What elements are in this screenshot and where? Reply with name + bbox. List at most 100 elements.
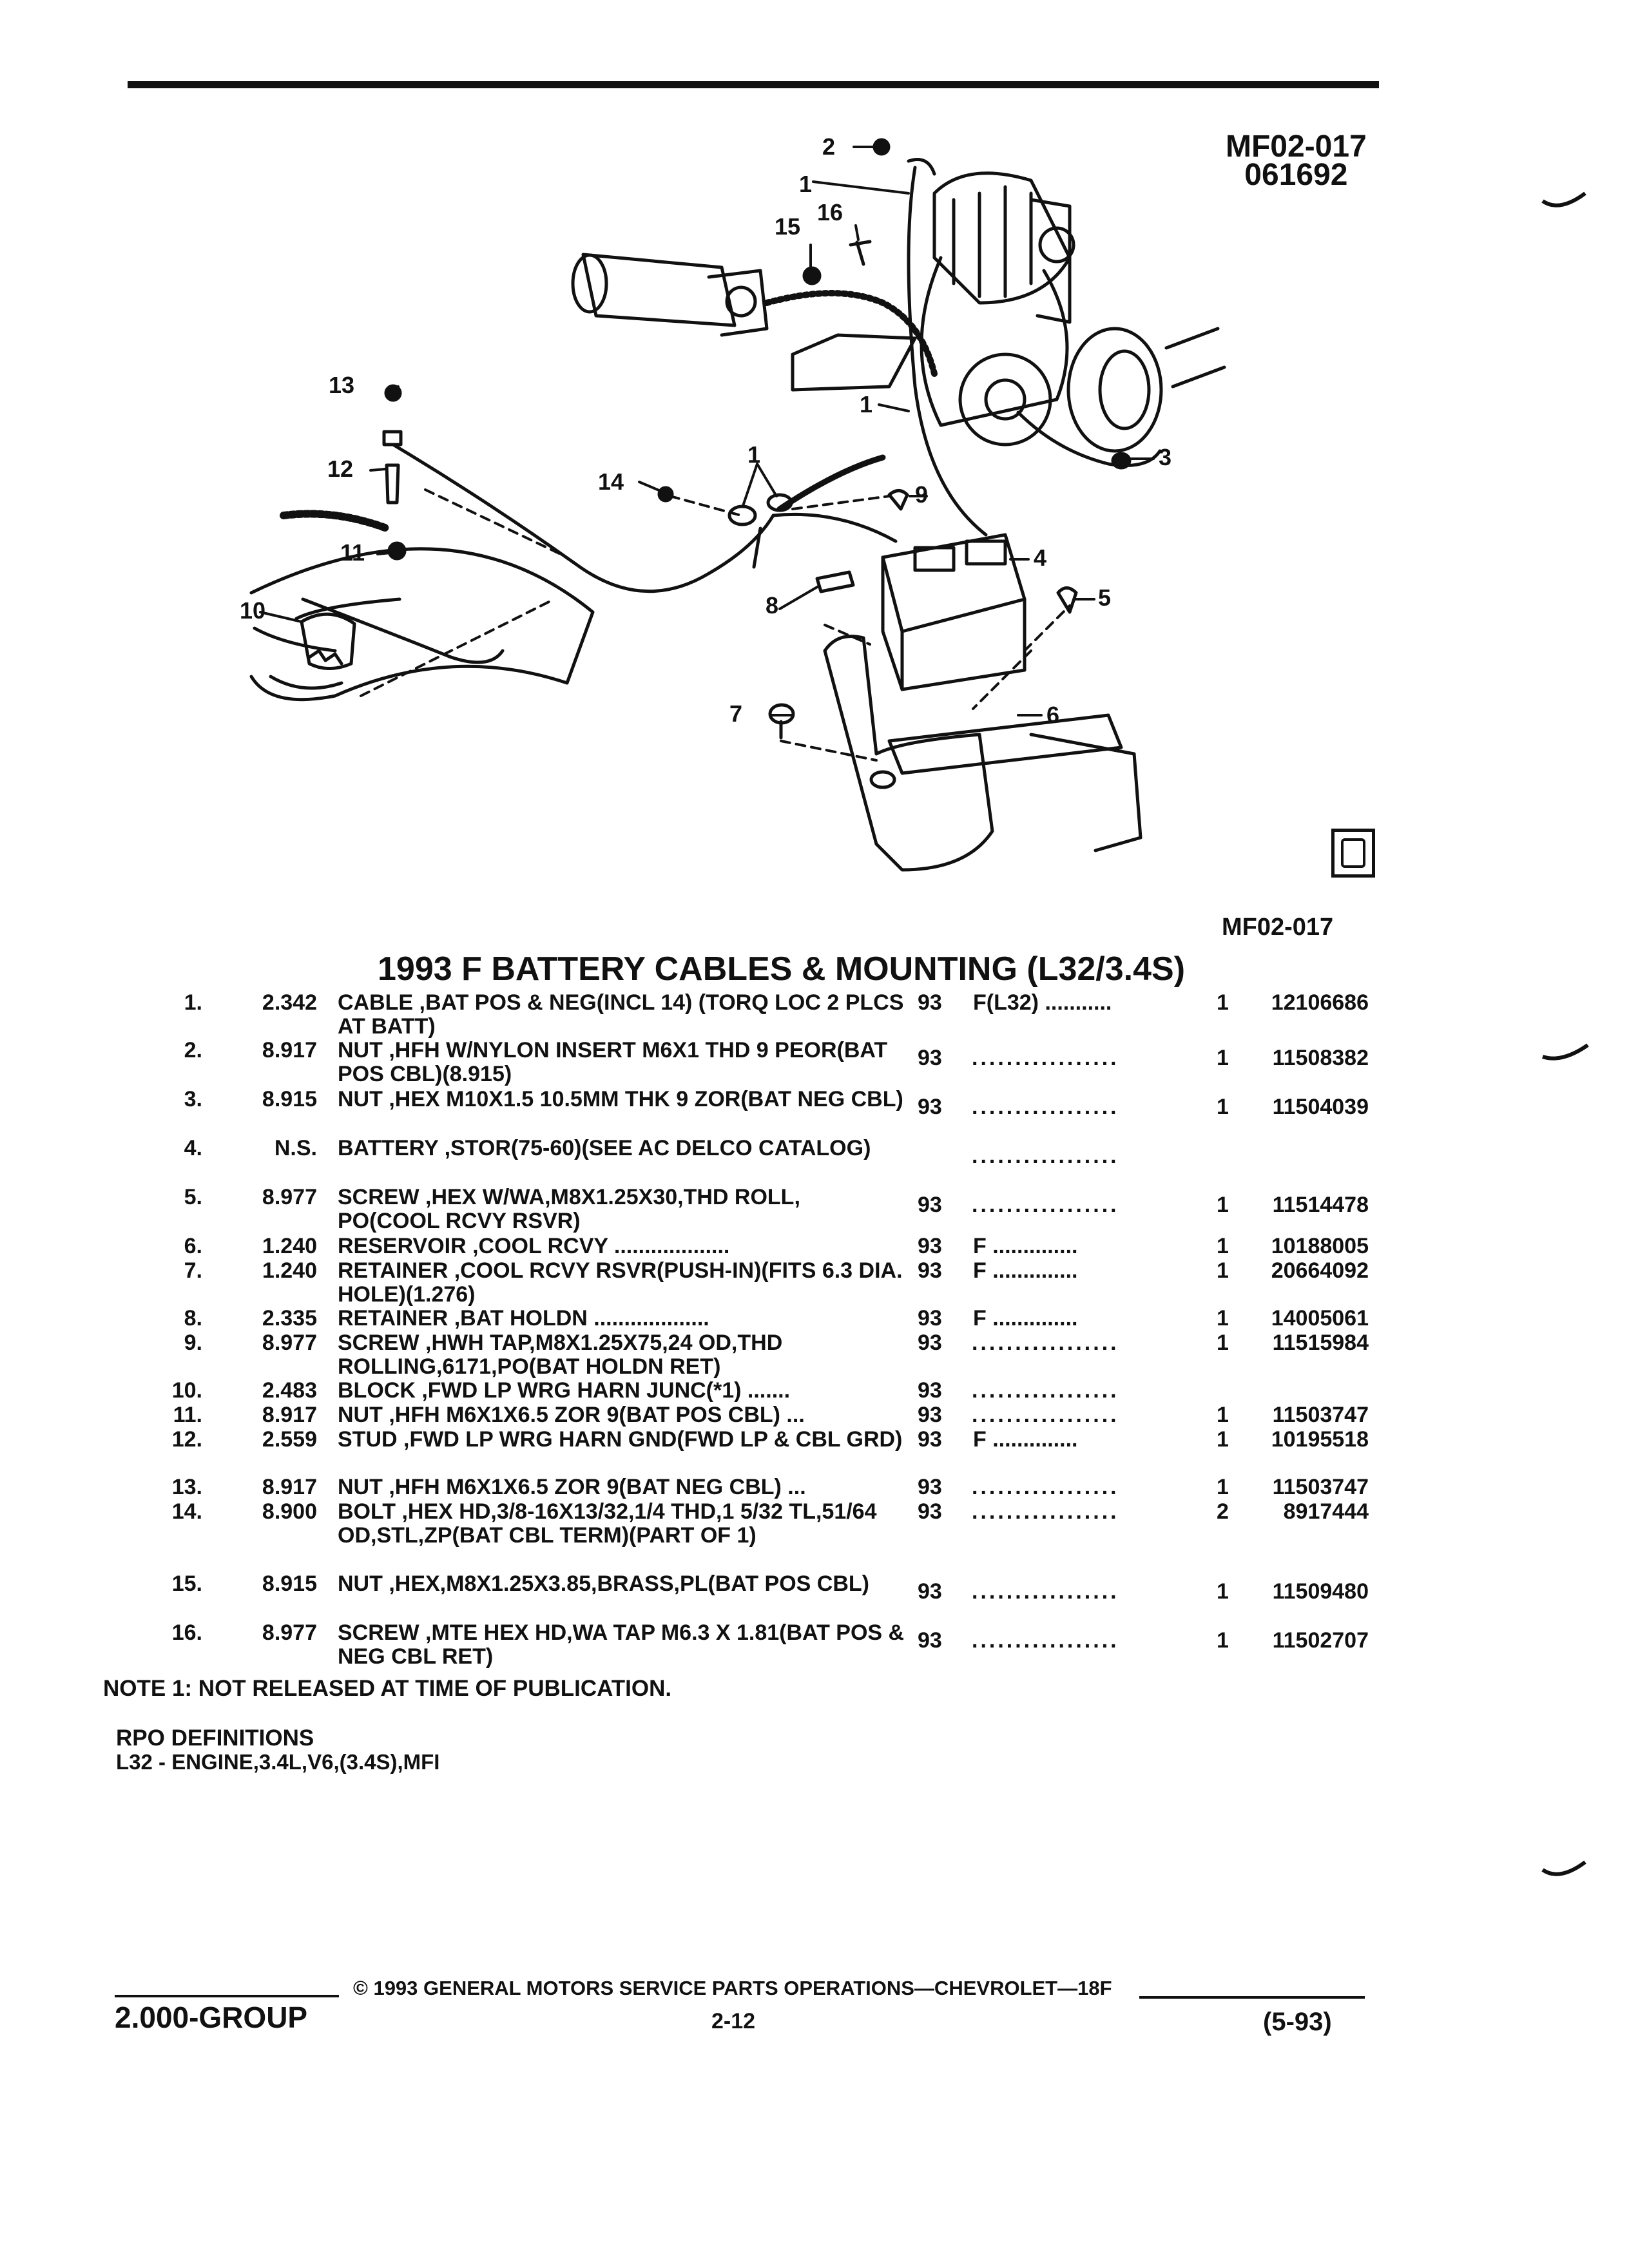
group-number: 1.240 [262,1258,317,1283]
figure-reference-code: MF02-017 [1222,914,1334,941]
figure-code-id: MF02-017 [1226,130,1367,164]
parts-row: 15. 8.915 NUT ,HEX,M8X1.25X3.85,BRASS,PL… [0,1572,1629,1621]
callout-5: 5 [1098,584,1111,611]
model-year: 93 [918,1378,942,1403]
group-number: 8.915 [262,1571,317,1596]
model-year: 93 [918,1628,942,1653]
item-number: 3. [184,1087,202,1111]
part-description: NUT ,HFH M6X1X6.5 ZOR 9(BAT NEG CBL) ... [338,1475,806,1499]
binder-mark-bottom [1541,1860,1586,1876]
quantity: 1 [1217,1403,1229,1427]
alternator [932,171,1075,324]
quantity: 1 [1217,1475,1229,1499]
part-number: 12106686 [1271,990,1369,1015]
publication-note: NOTE 1: NOT RELEASED AT TIME OF PUBLICAT… [103,1676,672,1701]
series-code: ................. [972,1144,1119,1168]
series-code: F(L32) ........... [973,990,1112,1015]
parts-list: 1. 2.342 CABLE ,BAT POS & NEG(INCL 14) (… [0,991,1629,1670]
callout-8: 8 [766,592,778,619]
item-number: 16. [171,1620,202,1645]
model-year: 93 [918,1258,942,1283]
part-description: NUT ,HFH M6X1X6.5 ZOR 9(BAT POS CBL) ... [338,1403,805,1427]
part-number: 14005061 [1271,1306,1369,1331]
item-number: 9. [184,1331,202,1355]
part-number: 10188005 [1271,1234,1369,1258]
item-number: 13. [171,1475,202,1499]
series-code: ................. [972,1378,1119,1403]
parts-row: 6. 1.240 RESERVOIR ,COOL RCVY ..........… [0,1235,1629,1259]
parts-row: 1. 2.342 CABLE ,BAT POS & NEG(INCL 14) (… [0,991,1629,1039]
parts-row: 8. 2.335 RETAINER ,BAT HOLDN ...........… [0,1307,1629,1331]
series-code: F .............. [973,1306,1078,1331]
footer-rule-right [1139,1996,1365,1999]
group-number: 8.977 [262,1620,317,1645]
part-number: 11514478 [1272,1193,1369,1217]
gm-spo-logo [1331,829,1375,878]
item-number: 7. [184,1258,202,1283]
series-code: ................. [972,1403,1119,1427]
part-description: NUT ,HFH W/NYLON INSERT M6X1 THD 9 PEOR(… [338,1038,888,1086]
part-description: NUT ,HEX M10X1.5 10.5MM THK 9 ZOR(BAT NE… [338,1087,903,1111]
item-number: 1. [184,990,202,1015]
quantity: 1 [1217,1095,1229,1119]
model-year: 93 [918,1046,942,1070]
group-number: 8.917 [262,1403,317,1427]
part-description: SCREW ,MTE HEX HD,WA TAP M6.3 X 1.81(BAT… [338,1620,905,1669]
parts-row: 9. 8.977 SCREW ,HWH TAP,M8X1.25X75,24 OD… [0,1331,1629,1379]
part-number: 11503747 [1272,1403,1369,1427]
diagram-callouts: 1 1 1 2 3 4 5 6 7 8 9 10 11 12 13 14 15 … [240,133,1171,728]
group-number: 8.977 [262,1185,317,1209]
top-rule [128,81,1379,88]
part-number: 11502707 [1272,1628,1369,1653]
group-number: 8.900 [262,1499,317,1524]
parts-row: 2. 8.917 NUT ,HFH W/NYLON INSERT M6X1 TH… [0,1039,1629,1088]
model-year: 93 [918,1095,942,1119]
footer-rule-left [115,1995,339,1997]
callout-4: 4 [1034,544,1046,571]
parts-row: 3. 8.915 NUT ,HEX M10X1.5 10.5MM THK 9 Z… [0,1088,1629,1137]
series-code: ................. [972,1628,1119,1653]
quantity: 1 [1217,1046,1229,1070]
item-number: 5. [184,1185,202,1209]
part-description: RETAINER ,BAT HOLDN ................... [338,1306,709,1331]
item-number: 6. [184,1234,202,1258]
hardware-parts [300,138,1132,740]
callout-9: 9 [915,481,928,508]
parts-row: 5. 8.977 SCREW ,HEX W/WA,M8X1.25X30,THD … [0,1186,1629,1235]
part-number: 11503747 [1272,1475,1369,1499]
figure-code-date: 061692 [1244,158,1348,192]
part-description: RESERVOIR ,COOL RCVY ................... [338,1234,730,1258]
group-number: 1.240 [262,1234,317,1258]
part-number: 11504039 [1272,1095,1369,1119]
series-code: ................. [972,1499,1119,1524]
item-number: 8. [184,1306,202,1331]
callout-13: 13 [329,372,354,398]
series-code: ................. [972,1046,1119,1070]
callout-16: 16 [817,199,843,226]
item-number: 12. [171,1427,202,1452]
group-number: 2.335 [262,1306,317,1331]
quantity: 1 [1217,1306,1229,1331]
footer-group-label: 2.000-GROUP [115,2001,308,2034]
parts-row: 16. 8.977 SCREW ,MTE HEX HD,WA TAP M6.3 … [0,1621,1629,1670]
group-number: 2.559 [262,1427,317,1452]
part-description: STUD ,FWD LP WRG HARN GND(FWD LP & CBL G… [338,1427,903,1452]
page-number: 2-12 [711,2009,756,2033]
item-number: 15. [171,1571,202,1596]
series-code: ................. [972,1095,1119,1119]
callout-12: 12 [327,456,353,482]
group-number: 8.977 [262,1331,317,1355]
item-number: 4. [184,1136,202,1160]
rpo-definition: L32 - ENGINE,3.4L,V6,(3.4S),MFI [116,1750,440,1774]
quantity: 1 [1217,1427,1229,1452]
section-title: 1993 F BATTERY CABLES & MOUNTING (L32/3.… [378,950,1186,988]
series-code: ................. [972,1331,1119,1355]
callout-6: 6 [1046,702,1059,728]
model-year: 93 [918,1579,942,1604]
series-code: F .............. [973,1427,1078,1452]
cable-harness [280,166,1162,664]
footer-copyright: © 1993 GENERAL MOTORS SERVICE PARTS OPER… [353,1977,1112,1999]
parts-row: 4. N.S. BATTERY ,STOR(75-60)(SEE AC DELC… [0,1137,1629,1186]
parts-row: 11. 8.917 NUT ,HFH M6X1X6.5 ZOR 9(BAT PO… [0,1403,1629,1428]
model-year: 93 [918,1306,942,1331]
